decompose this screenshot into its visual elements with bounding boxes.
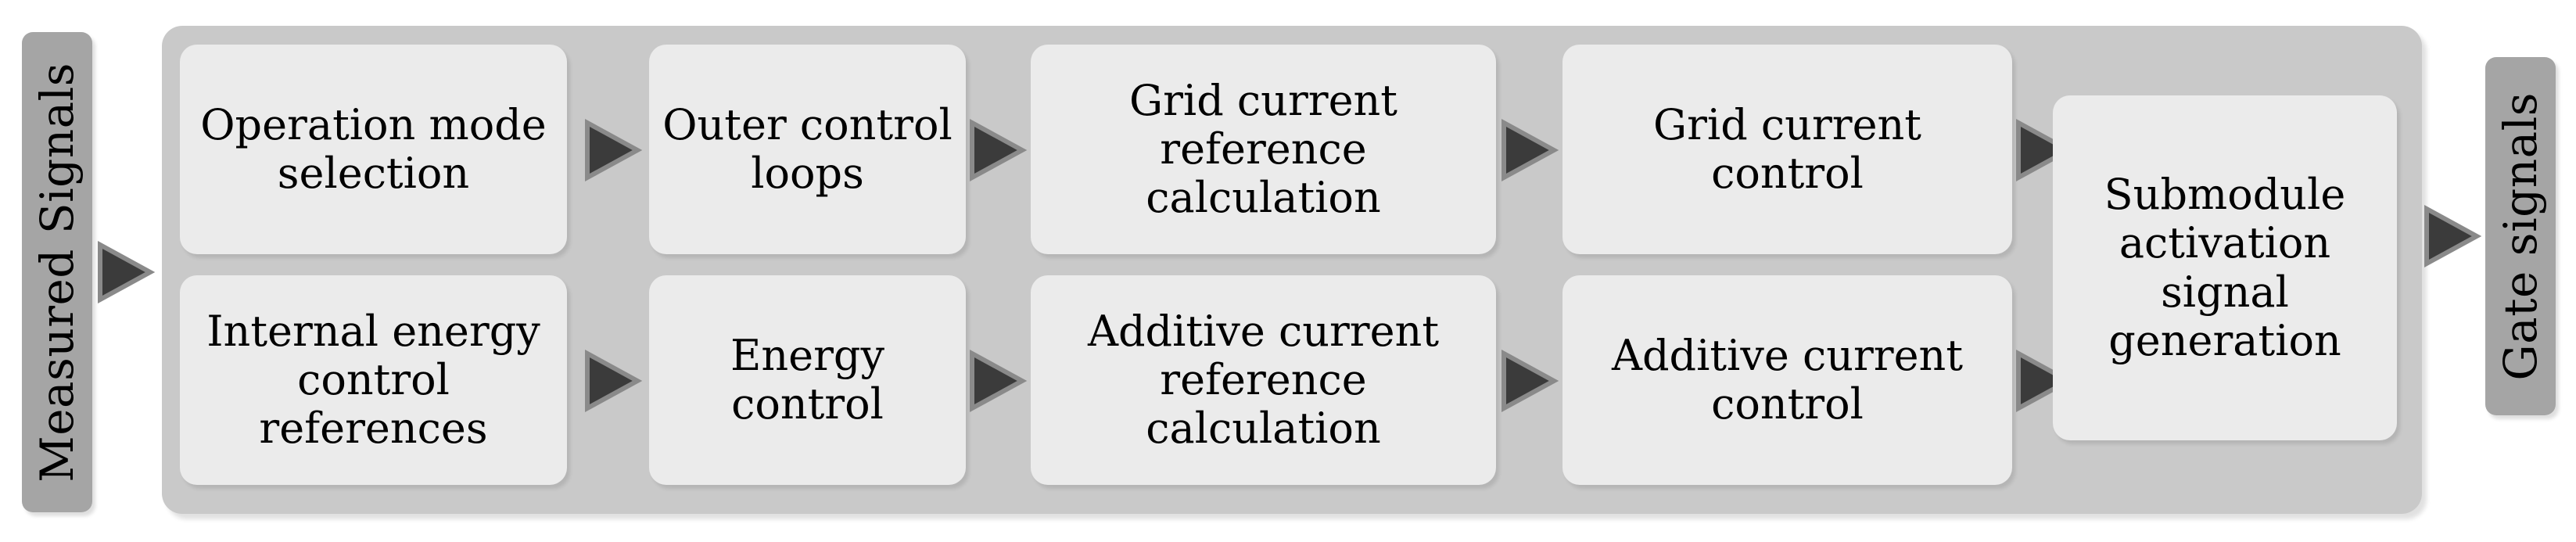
block-grid-current-control[interactable]: Grid current control <box>1562 45 2012 254</box>
measured-signals-text: Measured Signals <box>30 62 84 483</box>
block-label: Submodule activation signal generation <box>2104 170 2346 365</box>
block-grid-current-reference-calculation[interactable]: Grid current reference calculation <box>1031 45 1496 254</box>
block-additive-current-reference-calculation[interactable]: Additive current reference calculation <box>1031 275 1496 485</box>
measured-signals-label: Measured Signals <box>22 32 92 512</box>
block-submodule-activation-signal-generation[interactable]: Submodule activation signal generation <box>2053 95 2397 440</box>
block-internal-energy-control-references[interactable]: Internal energy control references <box>180 275 567 485</box>
block-label: Additive current control <box>1611 330 1964 429</box>
block-label: Internal energy control references <box>206 306 540 454</box>
gate-signals-label: Gate signals <box>2485 57 2556 415</box>
block-operation-mode-selection[interactable]: Operation mode selection <box>180 45 567 254</box>
block-label: Energy control <box>730 330 885 429</box>
block-label: Operation mode selection <box>200 99 547 198</box>
block-label: Grid current reference calculation <box>1128 75 1398 223</box>
block-additive-current-control[interactable]: Additive current control <box>1562 275 2012 485</box>
block-outer-control-loops[interactable]: Outer control loops <box>649 45 966 254</box>
block-energy-control[interactable]: Energy control <box>649 275 966 485</box>
block-label: Outer control loops <box>662 99 953 198</box>
gate-signals-text: Gate signals <box>2494 92 2547 381</box>
block-label: Grid current control <box>1652 99 1922 198</box>
block-label: Additive current reference calculation <box>1087 306 1440 454</box>
